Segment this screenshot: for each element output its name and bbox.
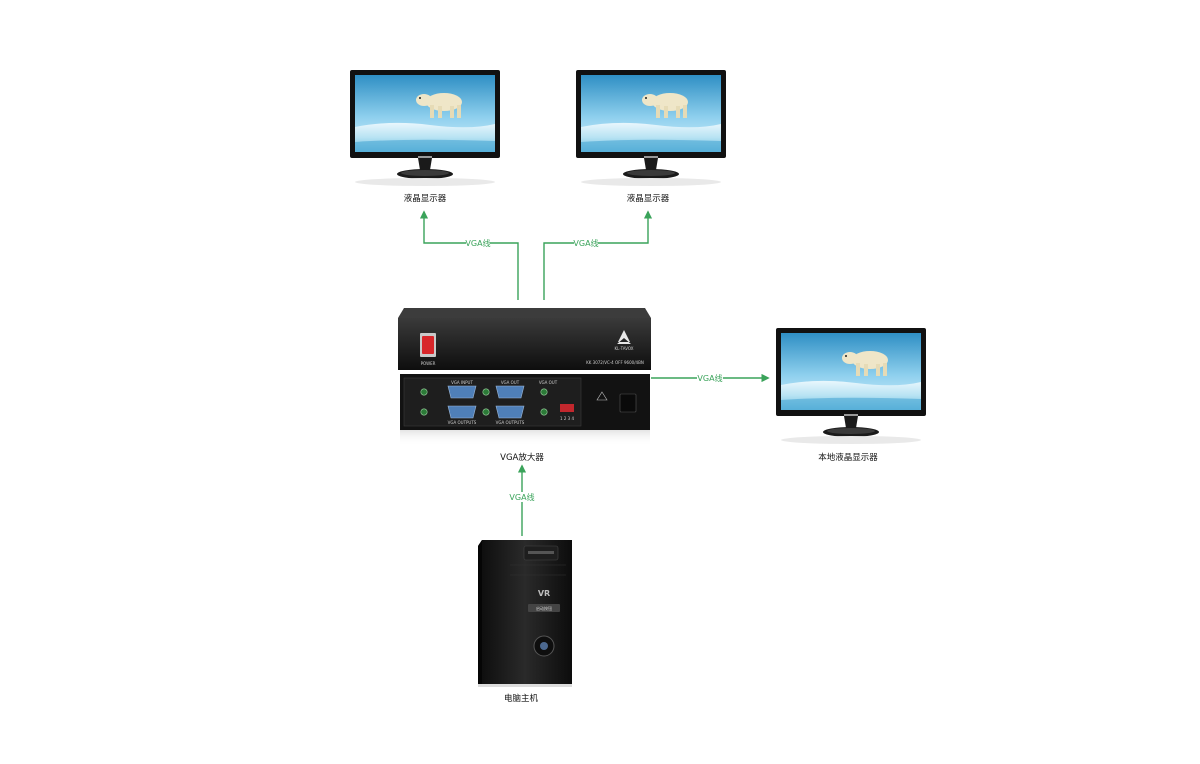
model-number: KK 3072/VC-4 OFF 9600/4BN <box>586 360 644 365</box>
amplifier-label: VGA放大器 <box>500 452 544 463</box>
warning-symbol-icon <box>596 391 608 401</box>
pc-badge: 启动按钮 <box>536 605 552 611</box>
wire-amp-to-right-monitor <box>543 210 653 300</box>
port-label: VGA OUT <box>501 380 520 385</box>
monitor-local <box>776 328 926 444</box>
audio-jack-icon <box>420 388 428 396</box>
audio-jack-icon <box>420 408 428 416</box>
wire-amp-to-left-monitor <box>419 210 519 300</box>
wire-label-local: VGA线 <box>697 373 722 383</box>
port-label: VGA OUTPUTS <box>448 420 477 425</box>
monitor-left-label: 液晶显示器 <box>404 193 447 204</box>
wire-label-right: VGA线 <box>573 238 598 248</box>
pc-logo: VR <box>538 589 550 598</box>
port-label: VGA OUT <box>539 380 558 385</box>
vga-out-port-1-icon <box>495 385 525 399</box>
monitor-right-label: 液晶显示器 <box>627 193 670 204</box>
dip-switch-icon <box>560 404 574 412</box>
vga-input-port-icon <box>447 385 477 399</box>
port-label: VGA INPUT <box>451 380 473 385</box>
wire-label-left: VGA线 <box>465 238 490 248</box>
audio-jack-icon <box>482 408 490 416</box>
power-label: POWER <box>421 361 436 366</box>
dip-switch-numbers: 1 2 3 4 <box>560 416 574 421</box>
audio-jack-icon <box>540 388 548 396</box>
wire-label-pc: VGA线 <box>509 492 534 502</box>
power-socket-icon <box>619 393 637 413</box>
brand-name: KL·TAVOX <box>614 346 633 351</box>
audio-jack-icon <box>540 408 548 416</box>
brand-logo-icon <box>617 330 631 344</box>
audio-jack-icon <box>482 388 490 396</box>
monitor-left <box>350 70 500 186</box>
power-switch-icon <box>422 336 434 354</box>
monitor-right <box>576 70 726 186</box>
port-label: VGA OUTPUTS <box>496 420 525 425</box>
vga-amplifier: POWER KL·TAVOX KK 3072/VC-4 OFF 9600/4BN… <box>398 308 651 446</box>
pc-label: 电脑主机 <box>504 693 539 704</box>
monitor-local-label: 本地液晶显示器 <box>818 452 878 463</box>
vga-out-port-2-icon <box>447 405 477 419</box>
pc-tower: VR 启动按钮 <box>478 540 572 687</box>
vga-out-port-3-icon <box>495 405 525 419</box>
